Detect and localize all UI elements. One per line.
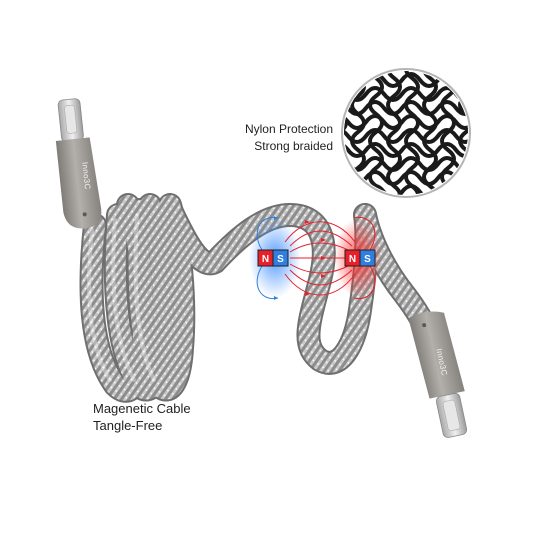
left-connector-brand: Inno3C	[80, 162, 92, 190]
magnetic-caption-line-2: Tangle-Free	[93, 418, 163, 433]
braided-mesh-icon	[341, 68, 471, 198]
right-magnet-north-label: N	[349, 254, 356, 265]
nylon-protection-caption: Nylon Protection Strong braided	[233, 121, 333, 155]
nylon-caption-line-1: Nylon Protection	[244, 122, 333, 136]
left-magnet: N S	[257, 249, 289, 267]
right-magnet: N S	[344, 249, 376, 267]
nylon-caption-line-2: Strong braided	[254, 139, 333, 153]
left-magnet-north-label: N	[262, 254, 269, 265]
magnetic-cable-caption: Magenetic Cable Tangle-Free	[93, 400, 223, 434]
left-magnet-south-label: S	[277, 254, 284, 265]
magnetic-field-lines	[256, 216, 376, 300]
right-magnet-south-label: S	[364, 254, 371, 265]
coiled-cable	[79, 193, 434, 403]
usb-c-plug-icon: Inno3C	[408, 311, 468, 438]
usb-c-plug-icon: Inno3C	[55, 98, 102, 229]
magnetic-caption-line-1: Magenetic Cable	[93, 401, 191, 416]
